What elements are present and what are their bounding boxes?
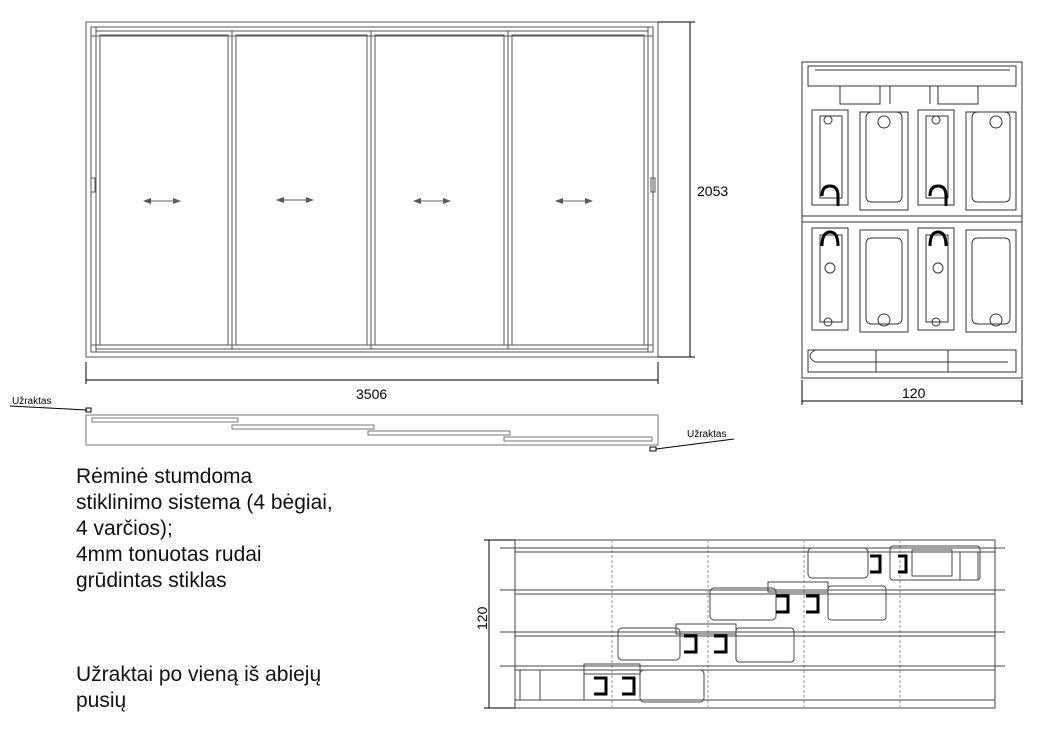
lock-note-line-1: Užraktai po vieną iš abiejų: [76, 663, 322, 686]
horizontal-cross-section: [500, 539, 1005, 709]
upper-sash-profiles: [811, 109, 1017, 211]
brush-seals-vertical: [820, 184, 948, 247]
sash-4: [507, 30, 649, 350]
left-handle: [90, 177, 96, 193]
sash-2: [231, 30, 372, 350]
sash-profile-3: [617, 623, 795, 663]
sash-3: [370, 30, 509, 350]
section-height-dimension: 120: [474, 606, 490, 630]
sash-profile-1: [807, 545, 981, 581]
height-dimension: 2053: [697, 183, 728, 199]
description-line-4: 4mm tonuotas rudai: [76, 543, 262, 566]
width-dimension: 3506: [356, 386, 387, 402]
lower-sash-profiles: [811, 227, 1017, 333]
section-width-dimension-line: [801, 380, 1023, 405]
description-line-2: stiklinimo sistema (4 bėgiai,: [76, 491, 333, 514]
lock-note-line-2: pusių: [76, 689, 127, 712]
description-line-3: 4 varčios);: [76, 517, 173, 540]
brush-seals-horizontal: [594, 554, 908, 696]
height-dimension-line: [658, 21, 695, 358]
section-height-dimension-line: [484, 539, 515, 709]
outer-frame: [85, 21, 659, 358]
right-handle: [650, 177, 656, 193]
section-width-dimension: 120: [902, 385, 926, 401]
vertical-cross-section: [801, 61, 1023, 379]
description-line-5: grūdintas stiklas: [76, 569, 227, 592]
sash-profile-4: [519, 663, 705, 703]
slide-direction-arrows: [143, 197, 593, 204]
sash-profile-2: [709, 581, 887, 621]
description-line-1: Rėminė stumdoma: [76, 465, 253, 488]
system-description: Rėminė stumdoma stiklinimo sistema (4 bė…: [76, 464, 333, 594]
right-lock-symbol: [649, 446, 657, 452]
width-dimension-line: [85, 362, 659, 384]
lock-label-left: Užraktas: [12, 396, 51, 407]
sash-1: [95, 30, 233, 350]
plan-view: [9, 405, 735, 452]
lock-note: Užraktai po vieną iš abiejų pusių: [76, 662, 321, 714]
lock-label-right: Užraktas: [687, 429, 726, 440]
front-elevation: [85, 21, 659, 358]
